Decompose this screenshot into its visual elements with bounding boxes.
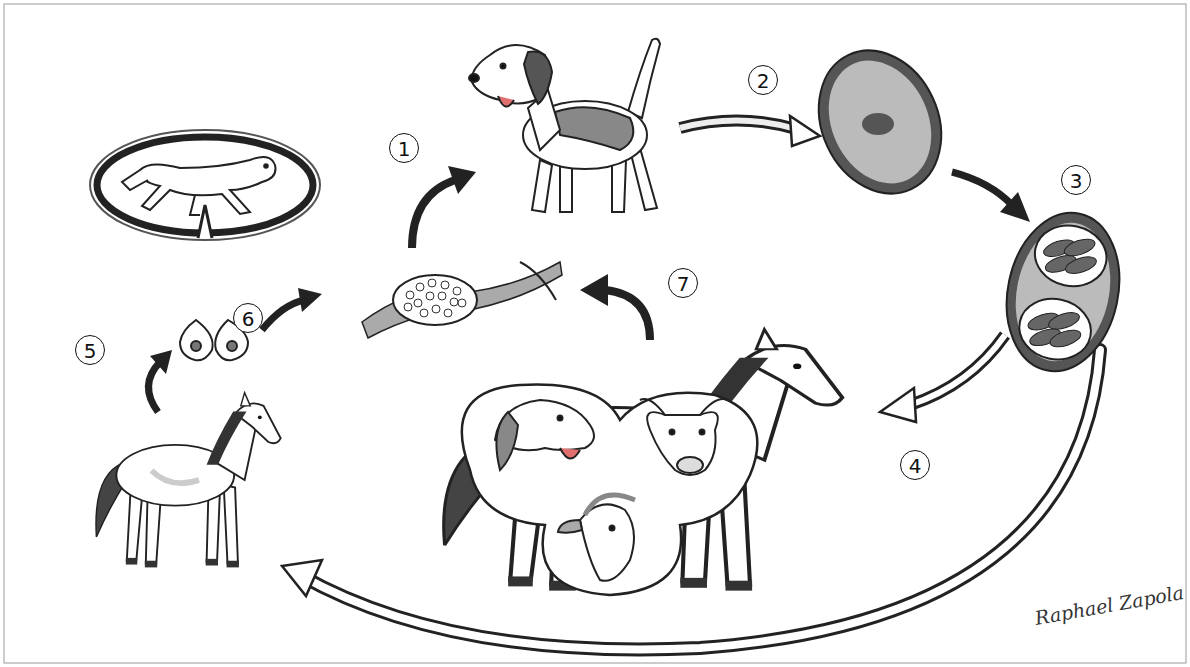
callout-number: 1 (389, 133, 419, 163)
callout-number: 6 (233, 303, 263, 333)
callout-number: 7 (668, 268, 698, 298)
callout-number: 3 (1061, 165, 1091, 195)
callout-number: 2 (748, 65, 778, 95)
callout-number: 5 (75, 335, 105, 365)
signature: Raphael Zapola (1033, 581, 1185, 629)
callout-number: 4 (900, 450, 930, 480)
